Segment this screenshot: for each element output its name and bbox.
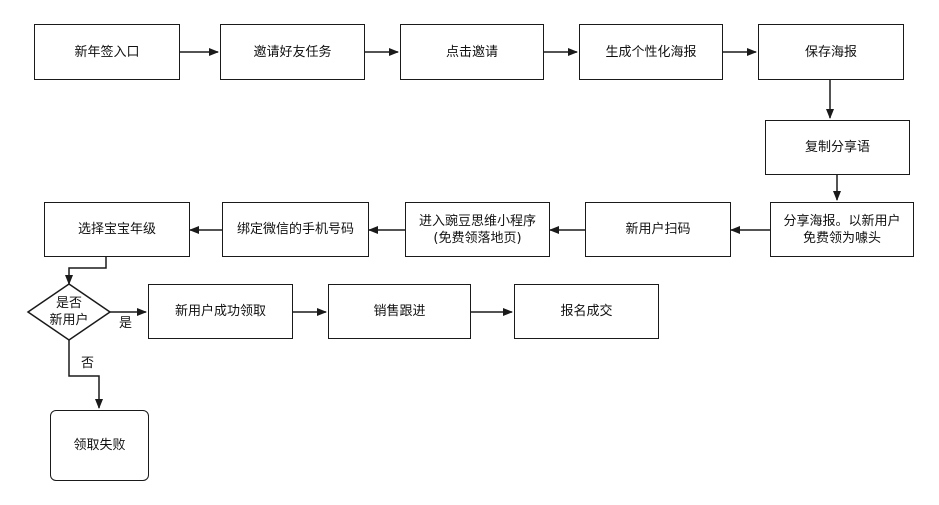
- edge-n11-decision: [65, 256, 107, 285]
- decision-diamond: [26, 283, 112, 341]
- edge-label-yes: 是: [119, 316, 133, 331]
- decision-label: 是否 新用户: [49, 296, 89, 328]
- node-enrollment-closed: 报名成交: [514, 284, 659, 339]
- edge-decision-no: [68, 340, 103, 409]
- node-generate-poster: 生成个性化海报: [579, 24, 723, 80]
- node-new-year-entry: 新年签入口: [34, 24, 180, 80]
- edge-label-no: 否: [81, 356, 95, 371]
- node-new-user-scan: 新用户扫码: [585, 202, 731, 257]
- node-bind-phone: 绑定微信的手机号码: [222, 202, 369, 257]
- node-sales-follow-up: 销售跟进: [328, 284, 471, 339]
- node-save-poster: 保存海报: [758, 24, 904, 80]
- node-enter-mini-program: 进入豌豆思维小程序 (免费领落地页): [405, 202, 550, 257]
- node-invite-friends-task: 邀请好友任务: [220, 24, 365, 80]
- node-share-poster: 分享海报。以新用户 免费领为噱头: [770, 202, 914, 257]
- node-copy-share-text: 复制分享语: [765, 120, 910, 175]
- node-select-grade: 选择宝宝年级: [44, 202, 190, 257]
- node-claim-failed: 领取失败: [50, 410, 149, 481]
- node-new-user-claim-success: 新用户成功领取: [148, 284, 293, 339]
- node-click-invite: 点击邀请: [400, 24, 544, 80]
